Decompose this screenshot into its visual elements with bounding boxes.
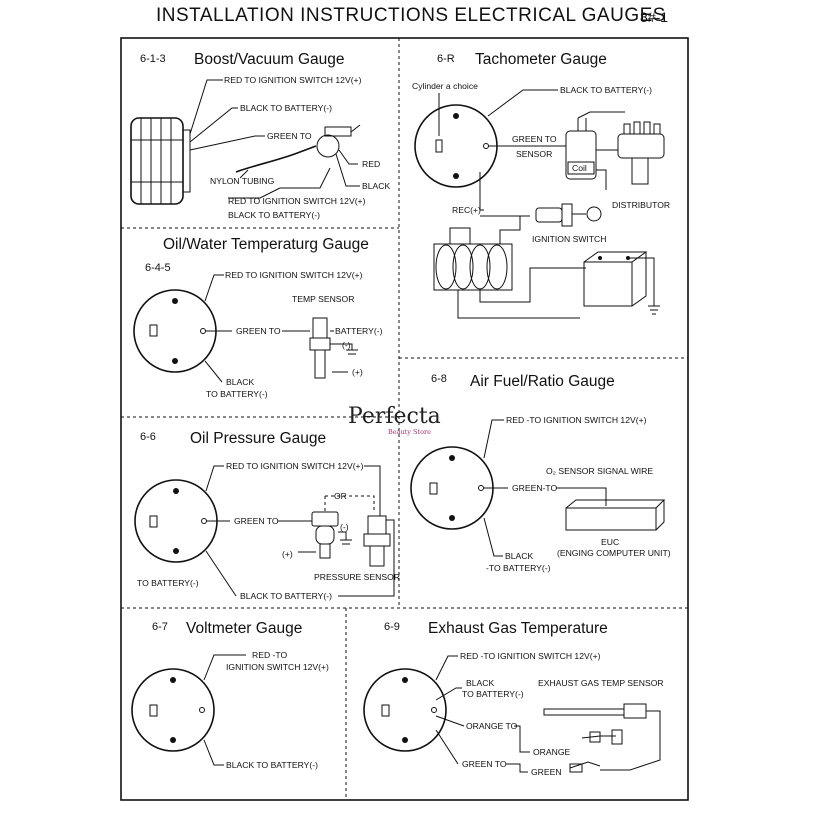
wire-label: GREEN TO	[234, 516, 279, 526]
section-code: 6-8	[431, 373, 447, 385]
egt-section: 6-9 Exhaust Gas Temperature RED -TO IGNI…	[363, 620, 664, 777]
wire-label: BLACK TO BATTERY(-)	[560, 85, 652, 95]
temperature-section: Oil/Water Temperaturg Gauge 6-4-5 RED TO…	[133, 236, 383, 399]
wire-label: NYLON TUBING	[210, 176, 275, 186]
wire-label: SENSOR	[516, 149, 552, 159]
ignition-switch-icon	[535, 207, 563, 223]
wire-label: BLACK TO BATTERY(-)	[240, 591, 332, 601]
wire-label: -TO BATTERY(-)	[486, 563, 551, 573]
wire-label: TO BATTERY(-)	[462, 689, 524, 699]
polarity-label: (-)	[340, 522, 349, 532]
wire-label: BLACK TO BATTERY(-)	[228, 210, 320, 220]
gauge-face	[363, 668, 447, 752]
section-title: Air Fuel/Ratio Gauge	[470, 373, 615, 390]
temp-sensor-icon	[312, 317, 328, 339]
ignition-coil-icon	[565, 130, 597, 180]
wire-label: BLACK TO BATTERY(-)	[226, 760, 318, 770]
wire-label: GREEN-TO	[512, 483, 558, 493]
section-code: 6-1-3	[140, 53, 166, 65]
brand-watermark: Perfecta Beauty Store	[348, 404, 441, 436]
page-code: 8#-1	[640, 9, 668, 25]
section-code: 6-7	[152, 621, 168, 633]
battery-icon	[583, 261, 633, 307]
wire-label: ORANGE	[533, 747, 571, 757]
section-title: Voltmeter Gauge	[186, 620, 302, 637]
wire-label: GREEN	[531, 767, 562, 777]
wire-label: RED -TO IGNITION SWITCH 12V(+)	[506, 415, 647, 425]
section-code: 6-4-5	[145, 262, 171, 274]
cylinder-selector	[435, 139, 443, 153]
pressure-sensor-icon	[367, 515, 387, 535]
fitting-icon	[611, 729, 623, 745]
section-title: Boost/Vacuum Gauge	[194, 51, 345, 68]
wire-label: IGNITION SWITCH 12V(+)	[226, 662, 329, 672]
wire-label: GREEN TO	[267, 131, 312, 141]
oil-sender-icon	[311, 511, 339, 527]
wire-label: BATTERY(-)	[335, 326, 383, 336]
wire-label: BLACK	[362, 181, 390, 191]
ecu-full-label: (ENGING COMPUTER UNIT)	[557, 548, 671, 558]
page-title: INSTALLATION INSTRUCTIONS ELECTRICAL GAU…	[156, 5, 666, 26]
section-title: Oil/Water Temperaturg Gauge	[163, 236, 369, 253]
sensor-label: EXHAUST GAS TEMP SENSOR	[538, 678, 664, 688]
wire-label: RED	[362, 159, 380, 169]
wire-label: RED TO IGNITION SWITCH 12V(+)	[228, 196, 366, 206]
key-icon	[586, 206, 602, 222]
ecu-label: EUC	[601, 537, 619, 547]
wire-label: RED TO IGNITION SWITCH 12V(+)	[225, 270, 363, 280]
or-label: OR	[334, 491, 347, 501]
gauge-face	[131, 668, 215, 752]
brand-logo: Perfecta	[348, 404, 441, 429]
section-code: 6-9	[384, 621, 400, 633]
wire-label: BLACK	[466, 678, 494, 688]
wire-label: TO BATTERY(-)	[137, 578, 199, 588]
wire-label: O₂ SENSOR SIGNAL WIRE	[546, 466, 653, 476]
outer-frame	[120, 37, 689, 801]
wiring-harness	[433, 243, 513, 291]
wire-label: TO BATTERY(-)	[206, 389, 268, 399]
egt-probe-icon	[543, 708, 625, 716]
sensor-label: PRESSURE SENSOR	[314, 572, 400, 582]
section-title: Exhaust Gas Temperature	[428, 620, 608, 637]
wire-label: BLACK	[505, 551, 533, 561]
wire-label: DISTRIBUTOR	[612, 200, 670, 210]
wire-label: RED TO IGNITION SWITCH 12V(+)	[224, 75, 362, 85]
tachometer-section: 6-R Tachometer Gauge Cylinder a choice B…	[412, 51, 670, 319]
wire-label: IGNITION SWITCH	[532, 234, 606, 244]
ecu-icon	[565, 507, 657, 531]
wire-label: ORANGE TO	[466, 721, 518, 731]
oil-pressure-section: 6-6 Oil Pressure Gauge RED TO IGNITION S…	[134, 430, 400, 601]
wire-label: TEMP SENSOR	[292, 294, 354, 304]
coil-label: Coil	[572, 163, 587, 173]
section-code: 6-R	[437, 53, 455, 65]
section-title: Oil Pressure Gauge	[190, 430, 326, 447]
wire-label: GREEN TO	[236, 326, 281, 336]
section-code: 6-6	[140, 431, 156, 443]
gauge-side-view	[130, 117, 184, 205]
distributor-icon	[617, 133, 665, 159]
polarity-label: (+)	[282, 549, 293, 559]
wire-label: Cylinder a choice	[412, 81, 478, 91]
wire-label: BLACK TO BATTERY(-)	[240, 103, 332, 113]
wire-label: GREEN TO	[512, 134, 557, 144]
polarity-label: (+)	[352, 367, 363, 377]
fitting-icon	[589, 731, 601, 743]
section-title: Tachometer Gauge	[475, 51, 607, 68]
wire-label: RED TO IGNITION SWITCH 12V(+)	[226, 461, 364, 471]
polarity-label: (-)	[342, 340, 351, 350]
air-fuel-ratio-section: 6-8 Air Fuel/Ratio Gauge RED -TO IGNITIO…	[410, 373, 671, 573]
nylon-tubing	[235, 145, 317, 173]
wire-label: REC(+)	[452, 205, 481, 215]
boost-sender-icon	[316, 134, 340, 158]
wire-label: RED -TO IGNITION SWITCH 12V(+)	[460, 651, 601, 661]
wire-label: RED -TO	[252, 650, 287, 660]
boost-vacuum-section: 6-1-3 Boost/Vacuum Gauge RED TO IGNITION…	[130, 51, 390, 220]
wire-label: BLACK	[226, 377, 254, 387]
voltmeter-section: 6-7 Voltmeter Gauge RED -TO IGNITION SWI…	[131, 620, 329, 770]
brand-tagline: Beauty Store	[388, 428, 431, 436]
wire-label: GREEN TO	[462, 759, 507, 769]
